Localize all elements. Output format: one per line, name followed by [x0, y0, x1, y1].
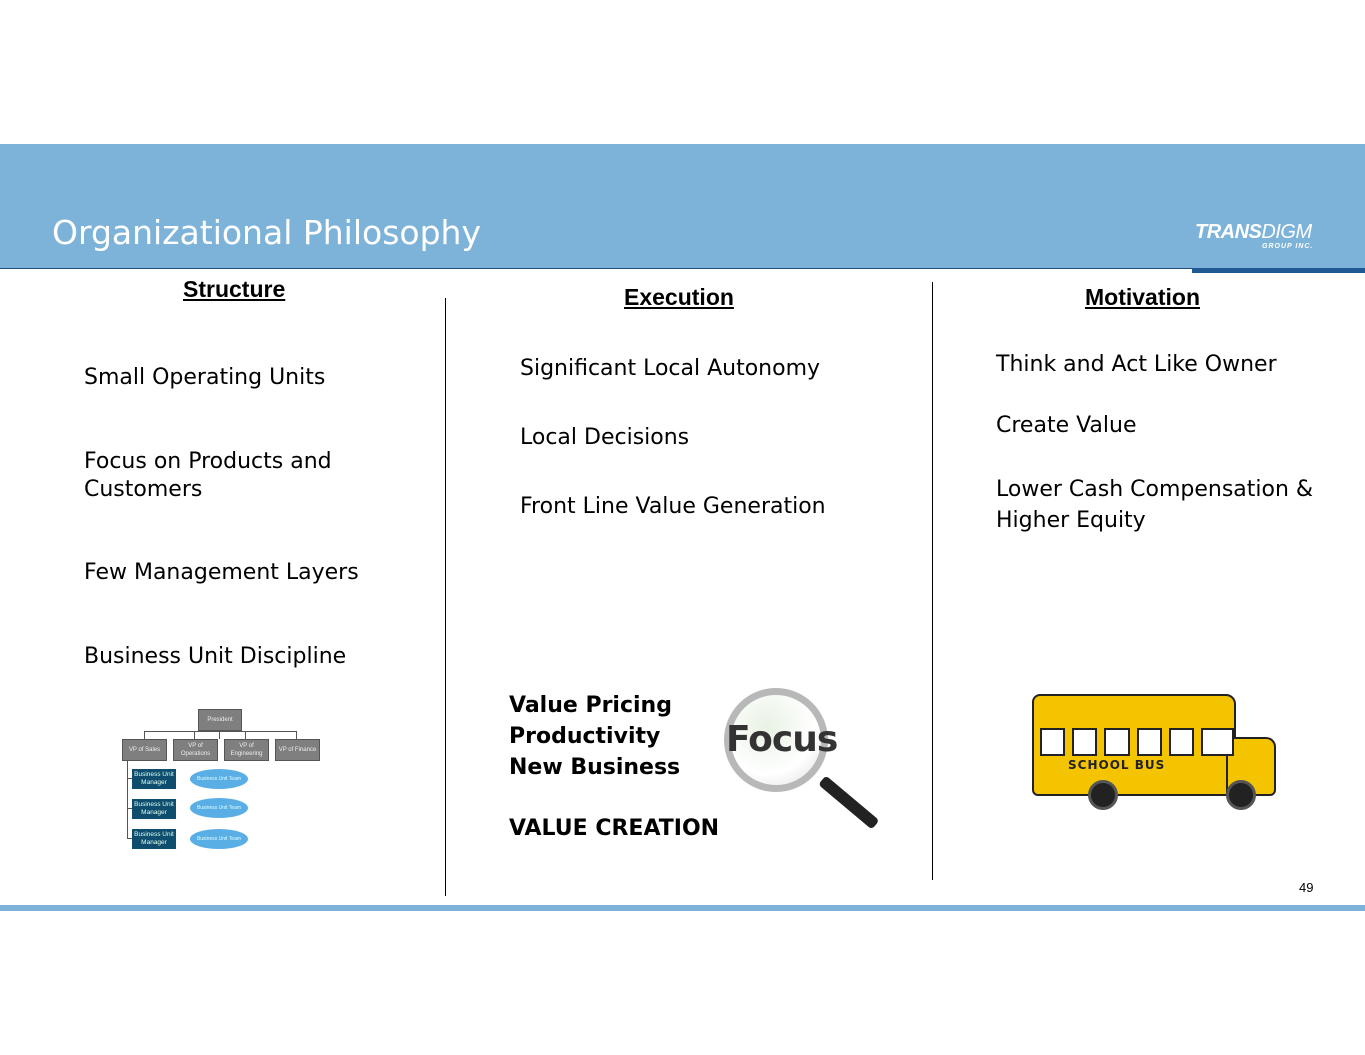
- logo-text: TRANS: [1195, 221, 1262, 243]
- org-team: Business Unit Team: [190, 829, 248, 849]
- structure-item: Few Management Layers: [84, 560, 359, 585]
- column-divider: [445, 298, 446, 896]
- header-divider: [0, 268, 1365, 269]
- header-accent: [1192, 268, 1365, 273]
- motivation-heading: Motivation: [1085, 284, 1200, 310]
- execution-item: Significant Local Autonomy: [520, 356, 821, 381]
- execution-bold-item: Productivity: [509, 724, 661, 749]
- execution-bold-item: New Business: [509, 755, 681, 780]
- structure-item: Small Operating Units: [84, 365, 326, 390]
- focus-text: Focus: [726, 719, 838, 760]
- execution-item: Front Line Value Generation: [520, 494, 826, 519]
- bus-text: SCHOOL BUS: [1068, 758, 1166, 772]
- page-title: Organizational Philosophy: [52, 213, 481, 252]
- org-manager: Business Unit Manager: [132, 769, 176, 789]
- motivation-item: Lower Cash Compensation & Higher Equity: [996, 477, 1314, 533]
- logo-text-2: DIGM: [1261, 221, 1312, 243]
- org-team: Business Unit Team: [190, 769, 248, 789]
- org-president: President: [198, 709, 242, 731]
- structure-item: Business Unit Discipline: [84, 644, 347, 669]
- magnifier-focus-image: Focus: [718, 686, 890, 830]
- page-number: 49: [1299, 880, 1314, 895]
- org-team: Business Unit Team: [190, 798, 248, 818]
- org-vp: VP of Finance: [275, 739, 320, 761]
- org-vp: VP of Operations: [173, 739, 218, 761]
- structure-heading: Structure: [183, 276, 286, 302]
- column-divider: [932, 282, 933, 880]
- structure-item: Focus on Products and Customers: [84, 449, 332, 502]
- value-creation: VALUE CREATION: [509, 816, 720, 841]
- org-manager: Business Unit Manager: [132, 799, 176, 819]
- header-bar: [0, 144, 1365, 268]
- execution-bold-item: Value Pricing: [509, 693, 672, 718]
- execution-heading: Execution: [624, 284, 734, 310]
- execution-item: Local Decisions: [520, 425, 690, 450]
- org-manager: Business Unit Manager: [132, 829, 176, 849]
- motivation-item: Create Value: [996, 413, 1137, 438]
- school-bus-image: SCHOOL BUS: [1026, 692, 1278, 817]
- transdigm-logo: TRANSDIGM: [1195, 221, 1312, 243]
- footer-bar: [0, 905, 1365, 911]
- logo-subtitle: GROUP INC.: [1262, 243, 1314, 250]
- org-vp: VP of Sales: [122, 739, 167, 761]
- org-vp: VP of Engineering: [224, 739, 269, 761]
- motivation-item: Think and Act Like Owner: [996, 352, 1277, 377]
